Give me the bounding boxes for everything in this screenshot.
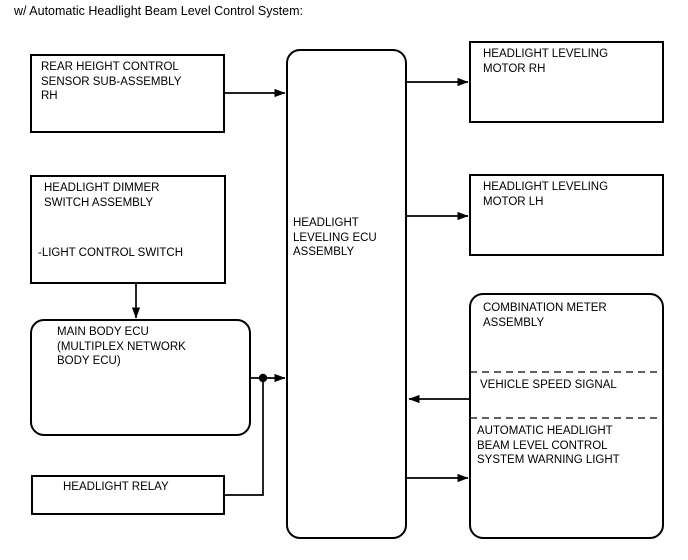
page-caption: w/ Automatic Headlight Beam Level Contro… (14, 4, 304, 18)
block-headlight-leveling-motor-rh (469, 41, 664, 123)
connector-relay-to-junction (224, 378, 264, 496)
block-headlight-leveling-motor-lh (469, 174, 664, 256)
label-headlight-relay: HEADLIGHT RELAY (63, 481, 169, 493)
label-vehicle-speed-signal: VEHICLE SPEED SIGNAL (480, 379, 617, 391)
label-headlight-leveling-ecu: HEADLIGHT LEVELING ECU ASSEMBLY (293, 217, 377, 258)
label-warning-light: AUTOMATIC HEADLIGHT BEAM LEVEL CONTROL S… (477, 425, 620, 466)
block-headlight-dimmer-switch (30, 175, 226, 284)
label-headlight-dimmer-switch: HEADLIGHT DIMMER SWITCH ASSEMBLY (44, 182, 160, 209)
block-headlight-relay (31, 475, 225, 515)
label-headlight-leveling-motor-rh: HEADLIGHT LEVELING MOTOR RH (483, 48, 609, 75)
label-main-body-ecu: MAIN BODY ECU (MULTIPLEX NETWORK BODY EC… (57, 326, 186, 367)
block-headlight-leveling-ecu (286, 49, 407, 539)
label-light-control-switch: -LIGHT CONTROL SWITCH (38, 247, 184, 259)
block-combination-meter (469, 293, 664, 539)
label-combination-meter: COMBINATION METER ASSEMBLY (483, 302, 607, 329)
label-rear-height-sensor: REAR HEIGHT CONTROL SENSOR SUB-ASSEMBLY … (41, 61, 182, 102)
label-headlight-leveling-motor-lh: HEADLIGHT LEVELING MOTOR LH (483, 181, 609, 208)
